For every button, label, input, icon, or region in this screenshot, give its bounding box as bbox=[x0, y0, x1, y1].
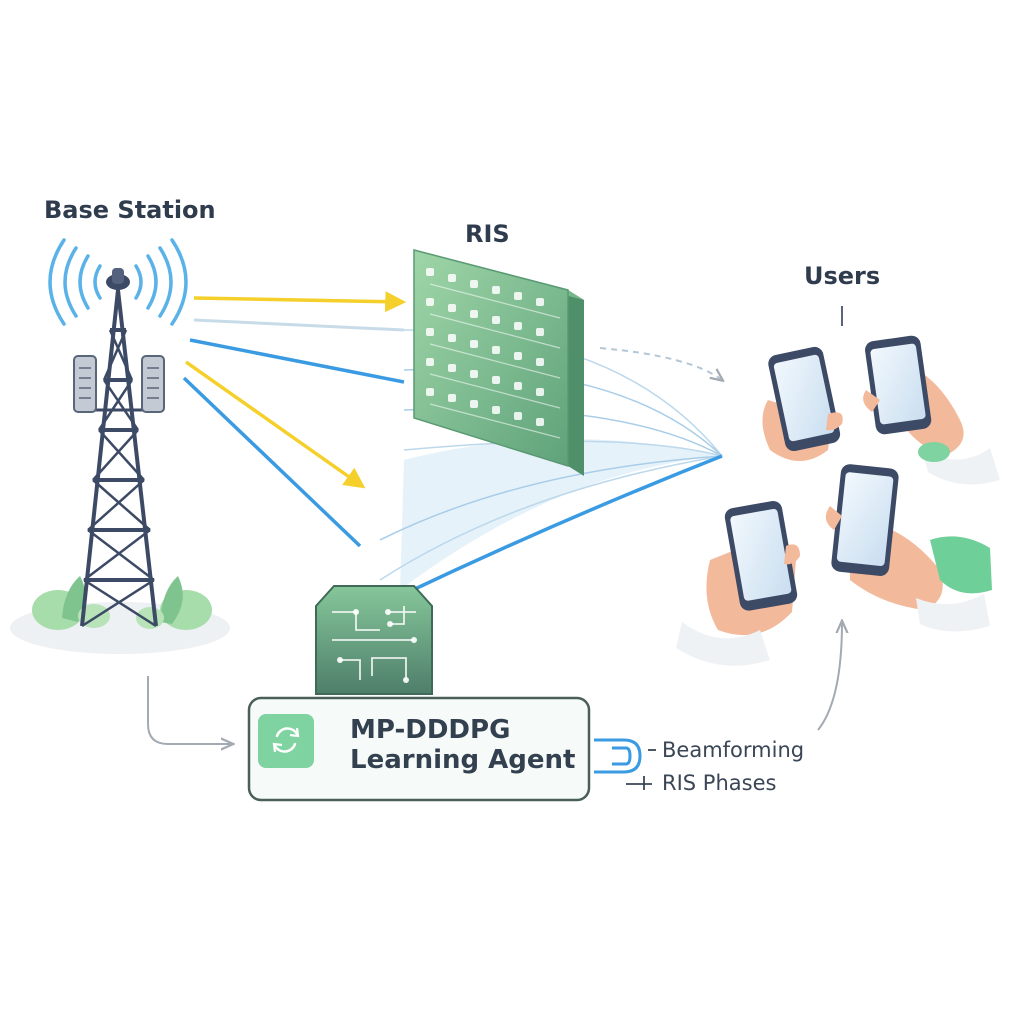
antenna-panel-left bbox=[73, 355, 97, 413]
chip-icon bbox=[315, 585, 433, 695]
user-2 bbox=[863, 335, 1000, 485]
signal-links bbox=[182, 291, 407, 548]
foliage-right bbox=[136, 576, 212, 630]
arrow-agent-to-users bbox=[817, 622, 842, 731]
agent-title-line2: Learning Agent bbox=[350, 745, 575, 775]
signal-blue-2 bbox=[182, 376, 362, 548]
smartphone-icon bbox=[865, 335, 932, 435]
label-beamforming: Beamforming bbox=[662, 738, 804, 762]
refresh-icon bbox=[258, 714, 314, 768]
radio-waves-icon bbox=[48, 238, 188, 326]
antenna-panel-right bbox=[141, 355, 165, 413]
signal-faint-1 bbox=[193, 318, 405, 332]
signal-yellow-2 bbox=[184, 360, 366, 489]
ris-panel-icon bbox=[413, 249, 584, 476]
ris-elements bbox=[426, 268, 544, 426]
agent-to-users-link bbox=[399, 454, 723, 598]
label-ris-phases: RIS Phases bbox=[662, 771, 776, 795]
label-base-station: Base Station bbox=[44, 196, 216, 224]
signal-yellow-1 bbox=[193, 291, 407, 313]
foliage-left bbox=[32, 576, 110, 630]
tower-head bbox=[106, 268, 130, 290]
smartphone-icon bbox=[724, 501, 798, 611]
base-station bbox=[10, 238, 230, 654]
user-1 bbox=[762, 346, 843, 461]
label-users: Users bbox=[804, 262, 880, 290]
user-3 bbox=[676, 501, 800, 666]
output-connector bbox=[594, 738, 642, 774]
label-ris: RIS bbox=[465, 220, 510, 248]
arrow-base-to-agent bbox=[147, 676, 232, 744]
user-4 bbox=[825, 464, 992, 632]
learning-agent-box[interactable]: MP-DDDPG Learning Agent bbox=[247, 696, 591, 802]
smartphone-icon bbox=[831, 464, 899, 576]
signal-blue-1 bbox=[189, 338, 405, 384]
agent-title-line1: MP-DDDPG bbox=[350, 715, 510, 745]
users bbox=[676, 306, 1000, 666]
cell-tower-icon bbox=[80, 268, 158, 628]
smartphone-icon bbox=[768, 346, 841, 452]
